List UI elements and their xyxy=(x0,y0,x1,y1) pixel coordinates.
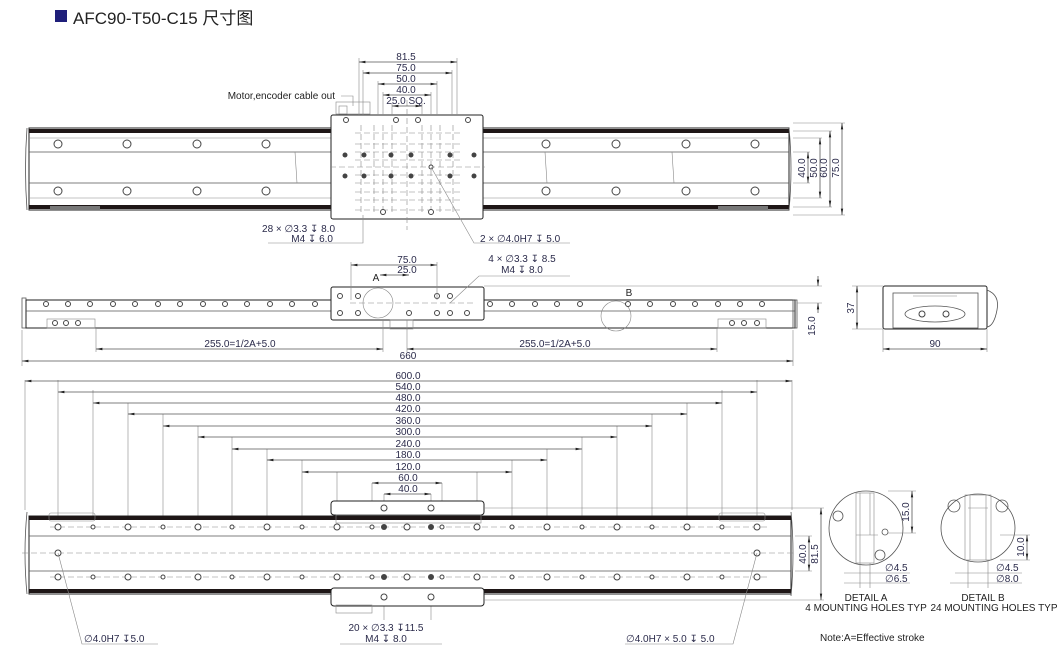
dim-side-height-15: 15.0 xyxy=(807,316,818,336)
dim-right-half-stroke: 255.0=1/2A+5.0 xyxy=(519,339,591,350)
bottom-callout-right: ∅4.0H7 × 5.0 ↧ 5.0 xyxy=(626,634,715,645)
detail-a-subtitle: 4 MOUNTING HOLES TYP xyxy=(805,603,927,614)
dim-540: 540.0 xyxy=(395,382,420,393)
dim-carriage-81-5: 81.5 xyxy=(396,52,416,63)
detail-a-marker: A xyxy=(373,273,380,284)
dim-480: 480.0 xyxy=(395,393,420,404)
detail-a-title: DETAIL A xyxy=(845,593,888,604)
detail-a-dia-small: ∅4.5 xyxy=(885,563,908,574)
detail-b-title: DETAIL B xyxy=(961,593,1005,604)
dim-120: 120.0 xyxy=(395,462,420,473)
end-view: 37 90 xyxy=(846,285,998,352)
bottom-callout-left: ∅4.0H7 ↧5.0 xyxy=(84,634,145,645)
end-width: 90 xyxy=(929,339,941,350)
bottom-dim-81-5: 81.5 xyxy=(810,544,821,564)
detail-b-marker: B xyxy=(626,288,633,299)
dim-240: 240.0 xyxy=(395,439,420,450)
dim-300: 300.0 xyxy=(395,427,420,438)
dim-carriage-75: 75.0 xyxy=(396,63,416,74)
dim-600: 600.0 xyxy=(395,371,420,382)
detail-b-dia-small: ∅4.5 xyxy=(996,563,1019,574)
dim-360: 360.0 xyxy=(395,416,420,427)
dim-180: 180.0 xyxy=(395,450,420,461)
detail-b: 10.0 ∅4.5 ∅8.0 DETAIL B 24 MOUNTING HOLE… xyxy=(930,493,1058,614)
side-callout-line2: M4 ↧ 8.0 xyxy=(501,265,543,276)
dim-height-50: 50.0 xyxy=(809,158,820,178)
dim-total-length: 660 xyxy=(400,351,417,362)
bottom-view: 600.0 540.0 480.0 420.0 360.0 300.0 240.… xyxy=(22,371,824,645)
dim-40: 40.0 xyxy=(398,484,418,495)
dim-carriage-25sq: 25.0 SQ. xyxy=(386,96,425,107)
dim-420: 420.0 xyxy=(395,404,420,415)
bottom-callout-mid-line1: 20 × ∅3.3 ↧11.5 xyxy=(348,623,423,634)
detail-b-subtitle: 24 MOUNTING HOLES TYP xyxy=(930,603,1057,614)
detail-b-dia-large: ∅8.0 xyxy=(996,574,1019,585)
side-callout-line1: 4 × ∅3.3 ↧ 8.5 xyxy=(488,254,556,265)
dim-height-40: 40.0 xyxy=(797,158,808,178)
callout-pin-holes: 2 × ∅4.0H7 ↧ 5.0 xyxy=(480,234,561,245)
detail-a: 15.0 ∅4.5 ∅6.5 DETAIL A 4 MOUNTING HOLES… xyxy=(805,490,927,614)
side-view: 75.0 25.0 A B 4 × ∅3.3 ↧ 8.5 M4 ↧ 8.0 25… xyxy=(21,254,822,366)
end-height: 37 xyxy=(846,302,857,314)
stroke-note: Note:A=Effective stroke xyxy=(820,633,925,644)
dim-side-75: 75.0 xyxy=(397,255,417,266)
dim-side-25: 25.0 xyxy=(397,265,417,276)
cable-out-label: Motor,encoder cable out xyxy=(228,91,336,102)
callout-m4-6: M4 ↧ 6.0 xyxy=(291,234,333,245)
bottom-callout-mid-line2: M4 ↧ 8.0 xyxy=(365,634,407,645)
dim-left-half-stroke: 255.0=1/2A+5.0 xyxy=(204,339,276,350)
dim-height-75: 75.0 xyxy=(831,158,842,178)
title-text: AFC90-T50-C15 尺寸图 xyxy=(73,8,254,28)
detail-b-depth: 10.0 xyxy=(1016,537,1027,557)
detail-a-dia-large: ∅6.5 xyxy=(885,574,908,585)
dim-carriage-50: 50.0 xyxy=(396,74,416,85)
dim-carriage-40: 40.0 xyxy=(396,85,416,96)
title-marker-icon xyxy=(55,10,67,22)
callout-28-holes: 28 × ∅3.3 ↧ 8.0 xyxy=(262,224,335,235)
dim-60: 60.0 xyxy=(398,473,418,484)
detail-a-depth: 15.0 xyxy=(901,502,912,522)
bottom-dim-40: 40.0 xyxy=(798,544,809,564)
page-title: AFC90-T50-C15 尺寸图 xyxy=(55,4,253,28)
dim-height-60: 60.0 xyxy=(819,158,830,178)
top-view: 81.5 75.0 50.0 40.0 25.0 SQ. Motor,encod… xyxy=(25,52,845,245)
